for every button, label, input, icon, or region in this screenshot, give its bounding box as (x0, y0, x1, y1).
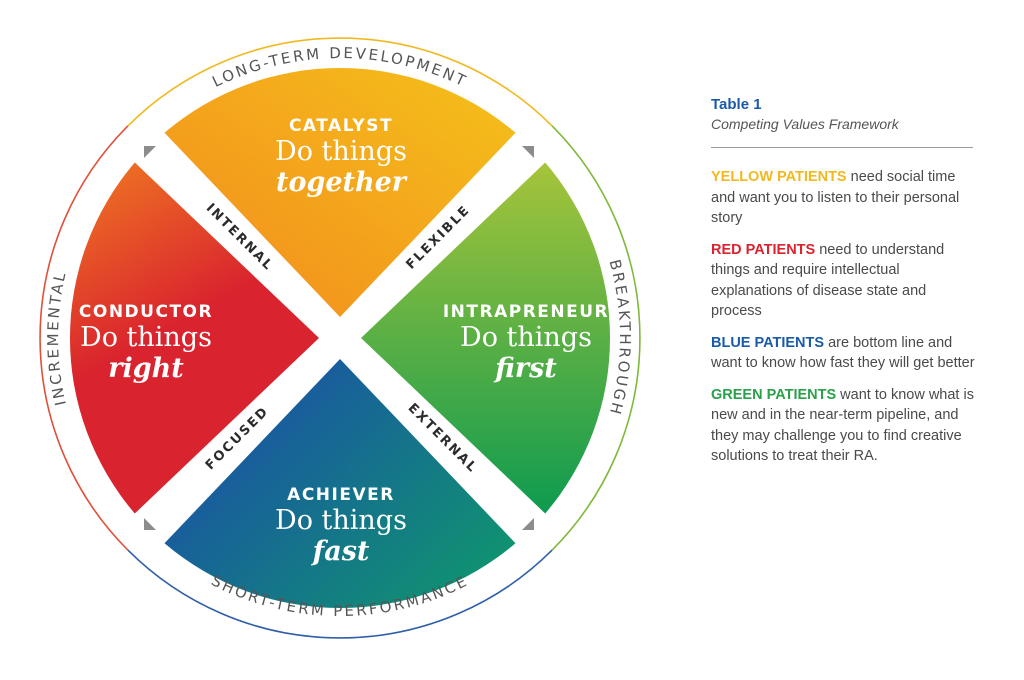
divider (711, 147, 973, 148)
ring-arc-top (127, 37, 553, 127)
quadrant-conductor (69, 162, 320, 514)
entry-yellow-text: need social time and want you to listen … (711, 169, 960, 226)
arrow-bottom-right-icon (522, 518, 534, 530)
conductor-line: Do things (80, 322, 212, 353)
ring-arc-left (39, 125, 129, 551)
achiever-title: ACHIEVER (287, 485, 395, 505)
quadrant-intrapreneur (361, 162, 611, 514)
entry-red-lead: RED PATIENTS (711, 241, 816, 258)
arrow-bottom-left-icon (144, 518, 156, 530)
conductor-emphasis: right (108, 353, 184, 384)
catalyst-emphasis: together (276, 167, 408, 198)
competing-values-diagram: LONG-TERM DEVELOPMENT BREAKTHROUGH SHORT… (39, 37, 641, 639)
table-title: Table 1 (711, 96, 762, 113)
ring-arc-right (551, 125, 641, 551)
ring-label-left: INCREMENTAL (44, 269, 70, 408)
entry-red-text: need to understand things and require in… (711, 241, 945, 320)
achiever-emphasis: fast (311, 536, 370, 567)
entry-green-lead: GREEN PATIENTS (711, 386, 837, 403)
table-subtitle: Competing Values Framework (711, 116, 899, 132)
entry-green: GREEN PATIENTS want to know what is new … (711, 385, 981, 467)
achiever-line: Do things (275, 505, 407, 536)
ring-arc-bottom (127, 549, 553, 639)
catalyst-line: Do things (275, 136, 407, 167)
arrow-top-right-icon (522, 146, 534, 158)
entry-blue-lead: BLUE PATIENTS (711, 334, 825, 351)
catalyst-title: CATALYST (289, 116, 393, 136)
side-panel: Table 1 Competing Values Framework YELLO… (711, 96, 981, 478)
entry-red: RED PATIENTS need to understand things a… (711, 240, 981, 322)
entry-yellow: YELLOW PATIENTS need social time and wan… (711, 167, 981, 229)
quadrant-catalyst (164, 67, 516, 317)
entry-yellow-lead: YELLOW PATIENTS (711, 169, 847, 185)
entry-blue: BLUE PATIENTS are bottom line and want t… (711, 333, 981, 374)
intrapreneur-emphasis: first (493, 353, 557, 384)
quadrant-achiever (164, 359, 516, 609)
arrow-top-left-icon (144, 146, 156, 158)
entry-green-text: want to know what is new and in the near… (711, 386, 974, 465)
intrapreneur-title: INTRAPRENEUR (443, 302, 609, 322)
intrapreneur-line: Do things (460, 322, 592, 353)
conductor-title: CONDUCTOR (79, 302, 213, 322)
entry-blue-text: are bottom line and want to know how fas… (711, 334, 975, 372)
